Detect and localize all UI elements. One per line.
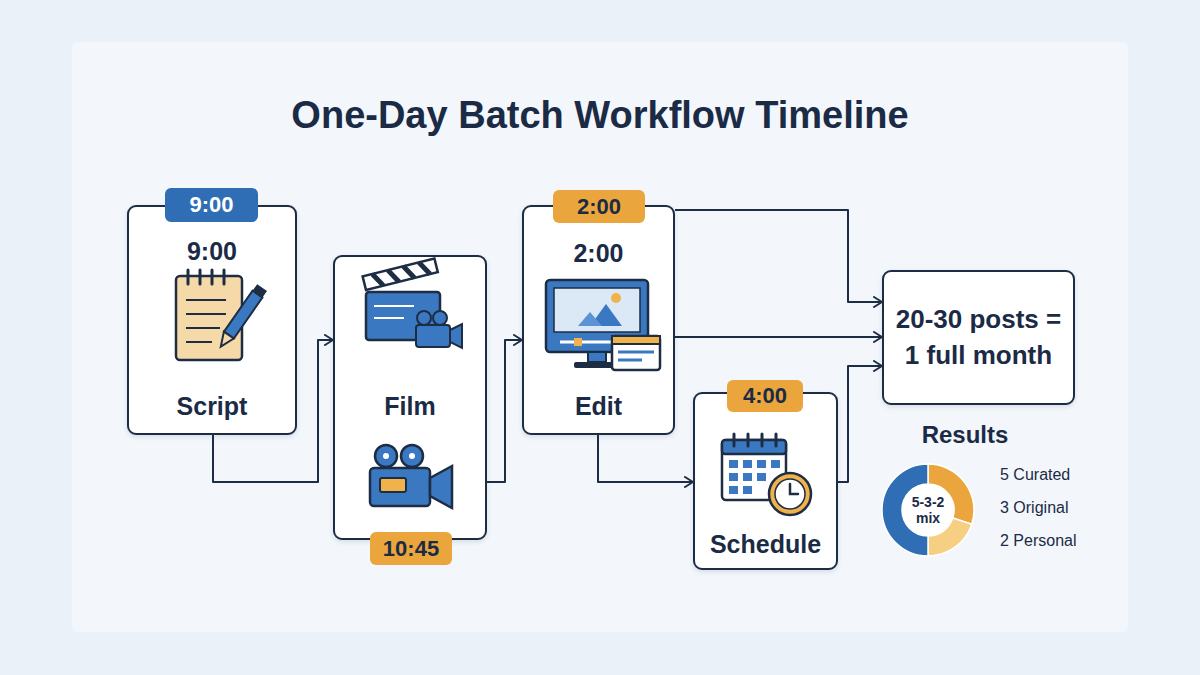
notepad-icon [176, 270, 267, 360]
clapperboard-icon [433, 311, 447, 325]
process-box: 9:00Script [127, 205, 297, 435]
node-text: Edit [524, 392, 673, 421]
calendar-icon [757, 460, 766, 468]
clapperboard-icon [363, 259, 438, 290]
monitor-icon [578, 312, 602, 326]
calendar-icon [722, 434, 811, 515]
notepad-icon [186, 300, 226, 342]
process-box: 2:00Edit [522, 205, 675, 435]
donut-hole [902, 484, 954, 536]
calendar-icon [790, 484, 798, 494]
result-box: 20-30 posts = 1 full month [882, 270, 1075, 405]
monitor-icon [612, 336, 660, 370]
clapperboard-icon [363, 259, 462, 348]
flow-connector [675, 210, 882, 302]
legend-label: 3 Original [1000, 499, 1068, 517]
box-time: 2:00 [524, 239, 673, 268]
camera-icon [370, 445, 452, 508]
calendar-icon [722, 440, 786, 500]
badge-text: 9:00 [189, 192, 233, 217]
time-badge: 2:00 [553, 190, 645, 223]
monitor-icon [588, 352, 606, 362]
node-text: Film [335, 392, 485, 421]
flow-connector [838, 366, 882, 482]
monitor-icon [574, 338, 582, 346]
calendar-icon [743, 486, 752, 494]
notepad-icon [188, 270, 224, 284]
node-text: Schedule [695, 530, 836, 559]
calendar-icon [729, 473, 738, 481]
notepad-icon [224, 291, 263, 339]
monitor-icon [618, 352, 654, 360]
calendar-icon [729, 460, 780, 494]
legend-label: 5 Curated [1000, 466, 1070, 484]
node-text: 20-30 posts = 1 full month [894, 302, 1063, 372]
diagram-title: One-Day Batch Workflow Timeline [0, 94, 1200, 137]
process-box: Schedule [693, 392, 838, 570]
clapperboard-icon [366, 292, 440, 340]
badge-text: 2:00 [577, 194, 621, 219]
camera-icon [409, 453, 415, 459]
clapperboard-icon [450, 324, 462, 348]
clapperboard-icon [363, 259, 438, 290]
flow-connector [598, 435, 693, 482]
mix-donut: Results5-3-2 mix [881, 463, 975, 557]
calendar-icon [729, 486, 738, 494]
monitor-icon [611, 293, 621, 303]
notepad-icon [216, 332, 234, 350]
monitor-icon [546, 280, 648, 352]
notepad-icon [176, 276, 242, 360]
time-badge: 9:00 [165, 188, 258, 222]
monitor-icon [546, 280, 660, 370]
camera-icon [430, 466, 452, 508]
node-text: Script [129, 392, 295, 421]
clapperboard-icon [416, 325, 450, 347]
camera-icon [380, 478, 406, 492]
notepad-icon [216, 284, 267, 350]
flow-connector [213, 340, 333, 482]
monitor-icon [554, 288, 640, 332]
calendar-icon [734, 434, 776, 446]
calendar-icon [722, 440, 786, 454]
badge-text: 10:45 [383, 536, 439, 561]
clapperboard-icon [417, 311, 431, 325]
legend-label: 2 Personal [1000, 532, 1077, 550]
calendar-icon [757, 473, 766, 481]
monitor-icon [574, 362, 620, 368]
monitor-icon [560, 341, 630, 344]
camera-icon [370, 468, 430, 506]
calendar-icon [771, 460, 780, 468]
camera-icon [401, 445, 423, 467]
camera-icon [375, 445, 397, 467]
calendar-icon [743, 460, 752, 468]
node-text: Results [885, 421, 1045, 449]
calendar-icon [743, 473, 752, 481]
time-badge: 10:45 [370, 532, 452, 565]
calendar-icon [769, 473, 811, 515]
flow-connector [487, 340, 522, 482]
badge-text: 4:00 [743, 383, 787, 408]
time-badge: 4:00 [727, 380, 803, 412]
clapperboard-icon [372, 260, 430, 287]
camera-icon [383, 453, 389, 459]
process-box: Film [333, 255, 487, 540]
box-time: 9:00 [129, 237, 295, 266]
monitor-icon [590, 304, 622, 326]
calendar-icon [775, 479, 805, 509]
flow-connector [675, 336, 882, 338]
node-text: 5-3-2 mix [901, 483, 955, 537]
clapperboard-icon [374, 306, 414, 318]
monitor-icon [612, 336, 660, 344]
calendar-icon [729, 460, 738, 468]
notepad-icon [253, 284, 267, 297]
